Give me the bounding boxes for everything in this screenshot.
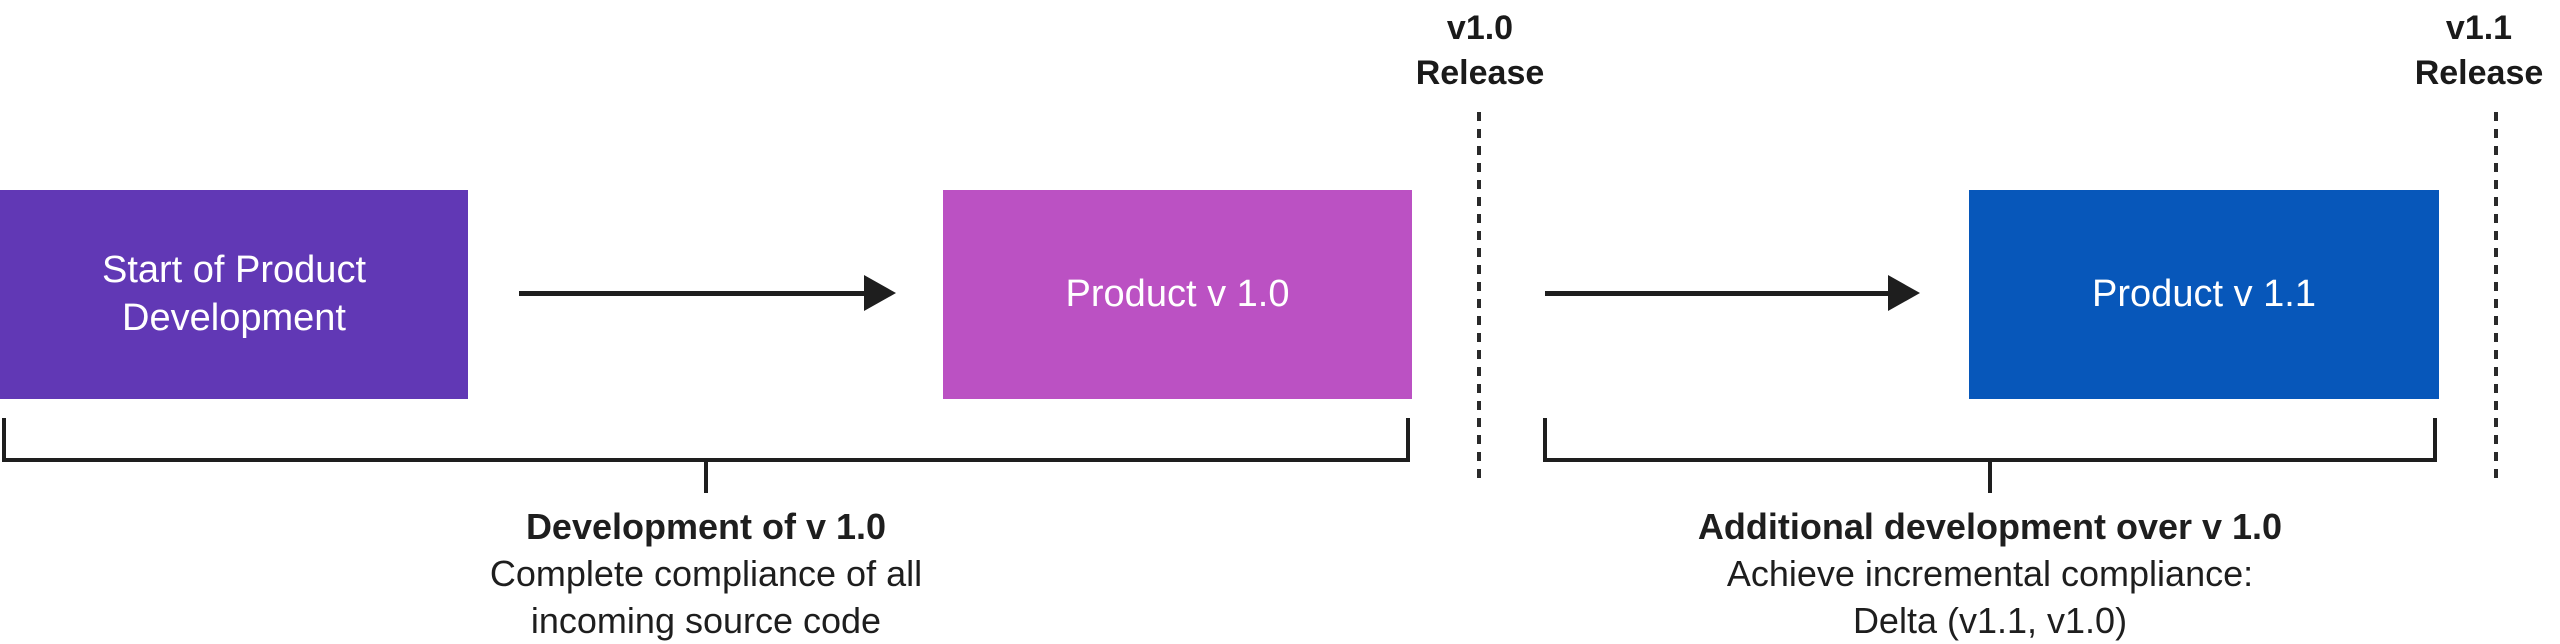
- caption-development-v1.0: Development of v 1.0 Complete compliance…: [306, 503, 1106, 644]
- bracket-center-tick: [704, 462, 708, 493]
- release-label-v1.1: v1.1 Release: [2379, 6, 2560, 96]
- bracket-center-tick: [1988, 462, 1992, 493]
- caption-title: Development of v 1.0: [525, 506, 887, 547]
- bracket-end-tick: [1543, 418, 1547, 462]
- bracket-bar: [1543, 458, 2437, 462]
- span-bracket-additional-development: [1543, 418, 2437, 493]
- flow-arrow-icon: [1545, 273, 1920, 313]
- bracket-end-tick: [2, 418, 6, 462]
- release-word-text: Release: [2414, 53, 2544, 92]
- bracket-bar: [2, 458, 1410, 462]
- bracket-end-tick: [1406, 418, 1410, 462]
- release-version-text: v1.1: [2445, 9, 2513, 47]
- arrow-head: [1888, 275, 1920, 311]
- bracket-end-tick: [2433, 418, 2437, 462]
- span-bracket-development-v1.0: [2, 418, 1410, 493]
- caption-additional-development: Additional development over v 1.0 Achiev…: [1590, 503, 2390, 644]
- caption-line: incoming source code: [530, 600, 882, 641]
- caption-title: Additional development over v 1.0: [1697, 506, 2283, 547]
- release-dashed-line-v1.1: [2494, 112, 2498, 483]
- caption-line: Achieve incremental compliance:: [1726, 553, 2254, 594]
- caption-line: Complete compliance of all: [489, 553, 923, 594]
- box-label: Product v 1.1: [2092, 272, 2316, 315]
- box-label: Product v 1.0: [1065, 272, 1290, 315]
- box-label: Start of Product Development: [101, 248, 366, 339]
- arrow-head: [864, 275, 896, 311]
- release-word-text: Release: [1415, 53, 1545, 92]
- release-label-v1.0: v1.0 Release: [1380, 6, 1580, 96]
- caption-line: Delta (v1.1, v1.0): [1852, 600, 2128, 641]
- release-dashed-line-v1.0: [1477, 112, 1481, 483]
- flow-arrow-icon: [519, 273, 896, 313]
- box-product-v1.0: Product v 1.0: [943, 190, 1412, 399]
- arrow-shaft: [519, 291, 866, 296]
- arrow-shaft: [1545, 291, 1890, 296]
- box-product-v1.1: Product v 1.1: [1969, 190, 2439, 399]
- release-version-text: v1.0: [1446, 9, 1514, 47]
- box-start-of-product-development: Start of Product Development: [0, 190, 468, 399]
